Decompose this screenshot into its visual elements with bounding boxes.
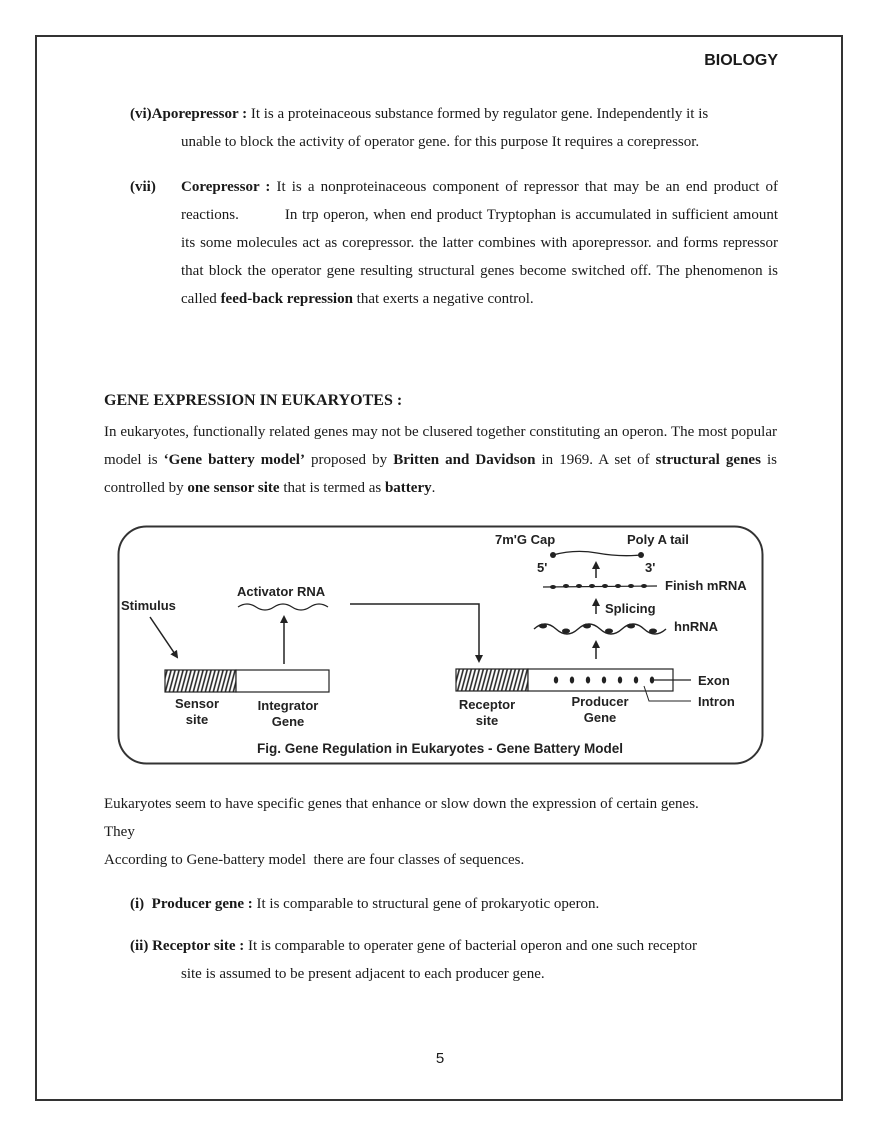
label-activator-rna: Activator RNA [237,584,326,599]
subject-header: BIOLOGY [704,52,778,69]
label-3-prime: 3' [645,560,655,575]
gene-battery-diagram: Stimulus Activator RNA Sensor site Integ… [117,525,764,765]
label-5-prime: 5' [537,560,547,575]
label-receptor-site: site [476,713,498,728]
intro-text: proposed by [304,452,394,468]
item-term: Corepressor : [181,179,271,195]
item-text: It is comparable to operater gene of bac… [244,938,697,954]
item-term: Aporepressor : [151,106,248,122]
item-text: It is comparable to structural gene of p… [252,896,600,912]
item-text-end: that exerts a negative control. [352,291,534,307]
after-figure-line-2: They [104,824,135,840]
item-text-continued: site is assumed to be present adjacent t… [181,966,545,982]
page-border [35,35,843,1101]
label-poly-a-tail: Poly A tail [627,532,689,547]
gene-battery-figure: Stimulus Activator RNA Sensor site Integ… [117,525,764,765]
intro-bold-battery: battery [384,480,432,496]
intro-text: in 1969. A set of [535,452,656,468]
list-item-producer-gene: (i) Producer gene : It is comparable to … [130,890,802,918]
label-hnrna: hnRNA [674,619,719,634]
item-body: Corepressor : It is a nonproteinaceous c… [181,173,778,313]
label-producer-gene: Gene [584,710,617,725]
item-term: Producer gene : [151,896,253,912]
intro-bold-sensor-site: one sensor site [187,480,280,496]
list-item-corepressor: (vii) Corepressor : It is a nonproteinac… [130,173,778,313]
intro-bold-authors: Britten and Davidson [393,452,536,468]
after-figure-line-3: According to Gene-battery model there ar… [104,852,525,868]
item-marker: (i) [130,896,145,912]
item-text-continued: unable to block the activity of operator… [181,134,700,150]
item-marker: (vii) [130,179,156,195]
item-text: It is a nonproteinaceous component of re… [181,179,782,307]
label-splicing: Splicing [605,601,656,616]
label-producer: Producer [571,694,628,709]
label-finish-mrna: Finish mRNA [665,578,747,593]
intro-text: In eukaryotes, functionally related gene… [104,424,777,468]
intro-paragraph: In eukaryotes, functionally related gene… [104,418,777,502]
label-stimulus: Stimulus [121,598,176,613]
intro-text: that is termed as [279,480,385,496]
intro-bold-model: ‘Gene battery model’ [163,452,305,468]
label-sensor-site: site [186,712,208,727]
figure-caption: Fig. Gene Regulation in Eukaryotes - Gen… [257,741,623,756]
section-heading: GENE EXPRESSION IN EUKARYOTES : [104,392,403,409]
item-marker: (ii) [130,938,149,954]
intro-text: is controlled by [104,452,777,496]
item-bold-phrase: feed-back repression [220,291,353,307]
label-exon: Exon [698,673,730,688]
label-receptor: Receptor [459,697,515,712]
label-sensor: Sensor [175,696,219,711]
list-item-aporepressor: (vi)Aporepressor : It is a proteinaceous… [130,100,778,156]
label-integrator: Integrator [258,698,319,713]
page-number: 5 [435,1050,445,1067]
item-text: It is a proteinaceous substance formed b… [247,106,709,122]
item-term: Receptor site : [152,938,245,954]
intro-bold-structural-genes: structural genes [655,452,761,468]
after-figure-line-1: Eukaryotes seem to have specific genes t… [104,796,699,812]
label-cap: 7m'G Cap [495,532,555,547]
intro-text: . [431,480,436,496]
label-integrator-gene: Gene [272,714,305,729]
item-marker: (vi) [130,106,152,122]
list-item-receptor-site: (ii) Receptor site : It is comparable to… [130,932,778,988]
label-intron: Intron [698,694,735,709]
